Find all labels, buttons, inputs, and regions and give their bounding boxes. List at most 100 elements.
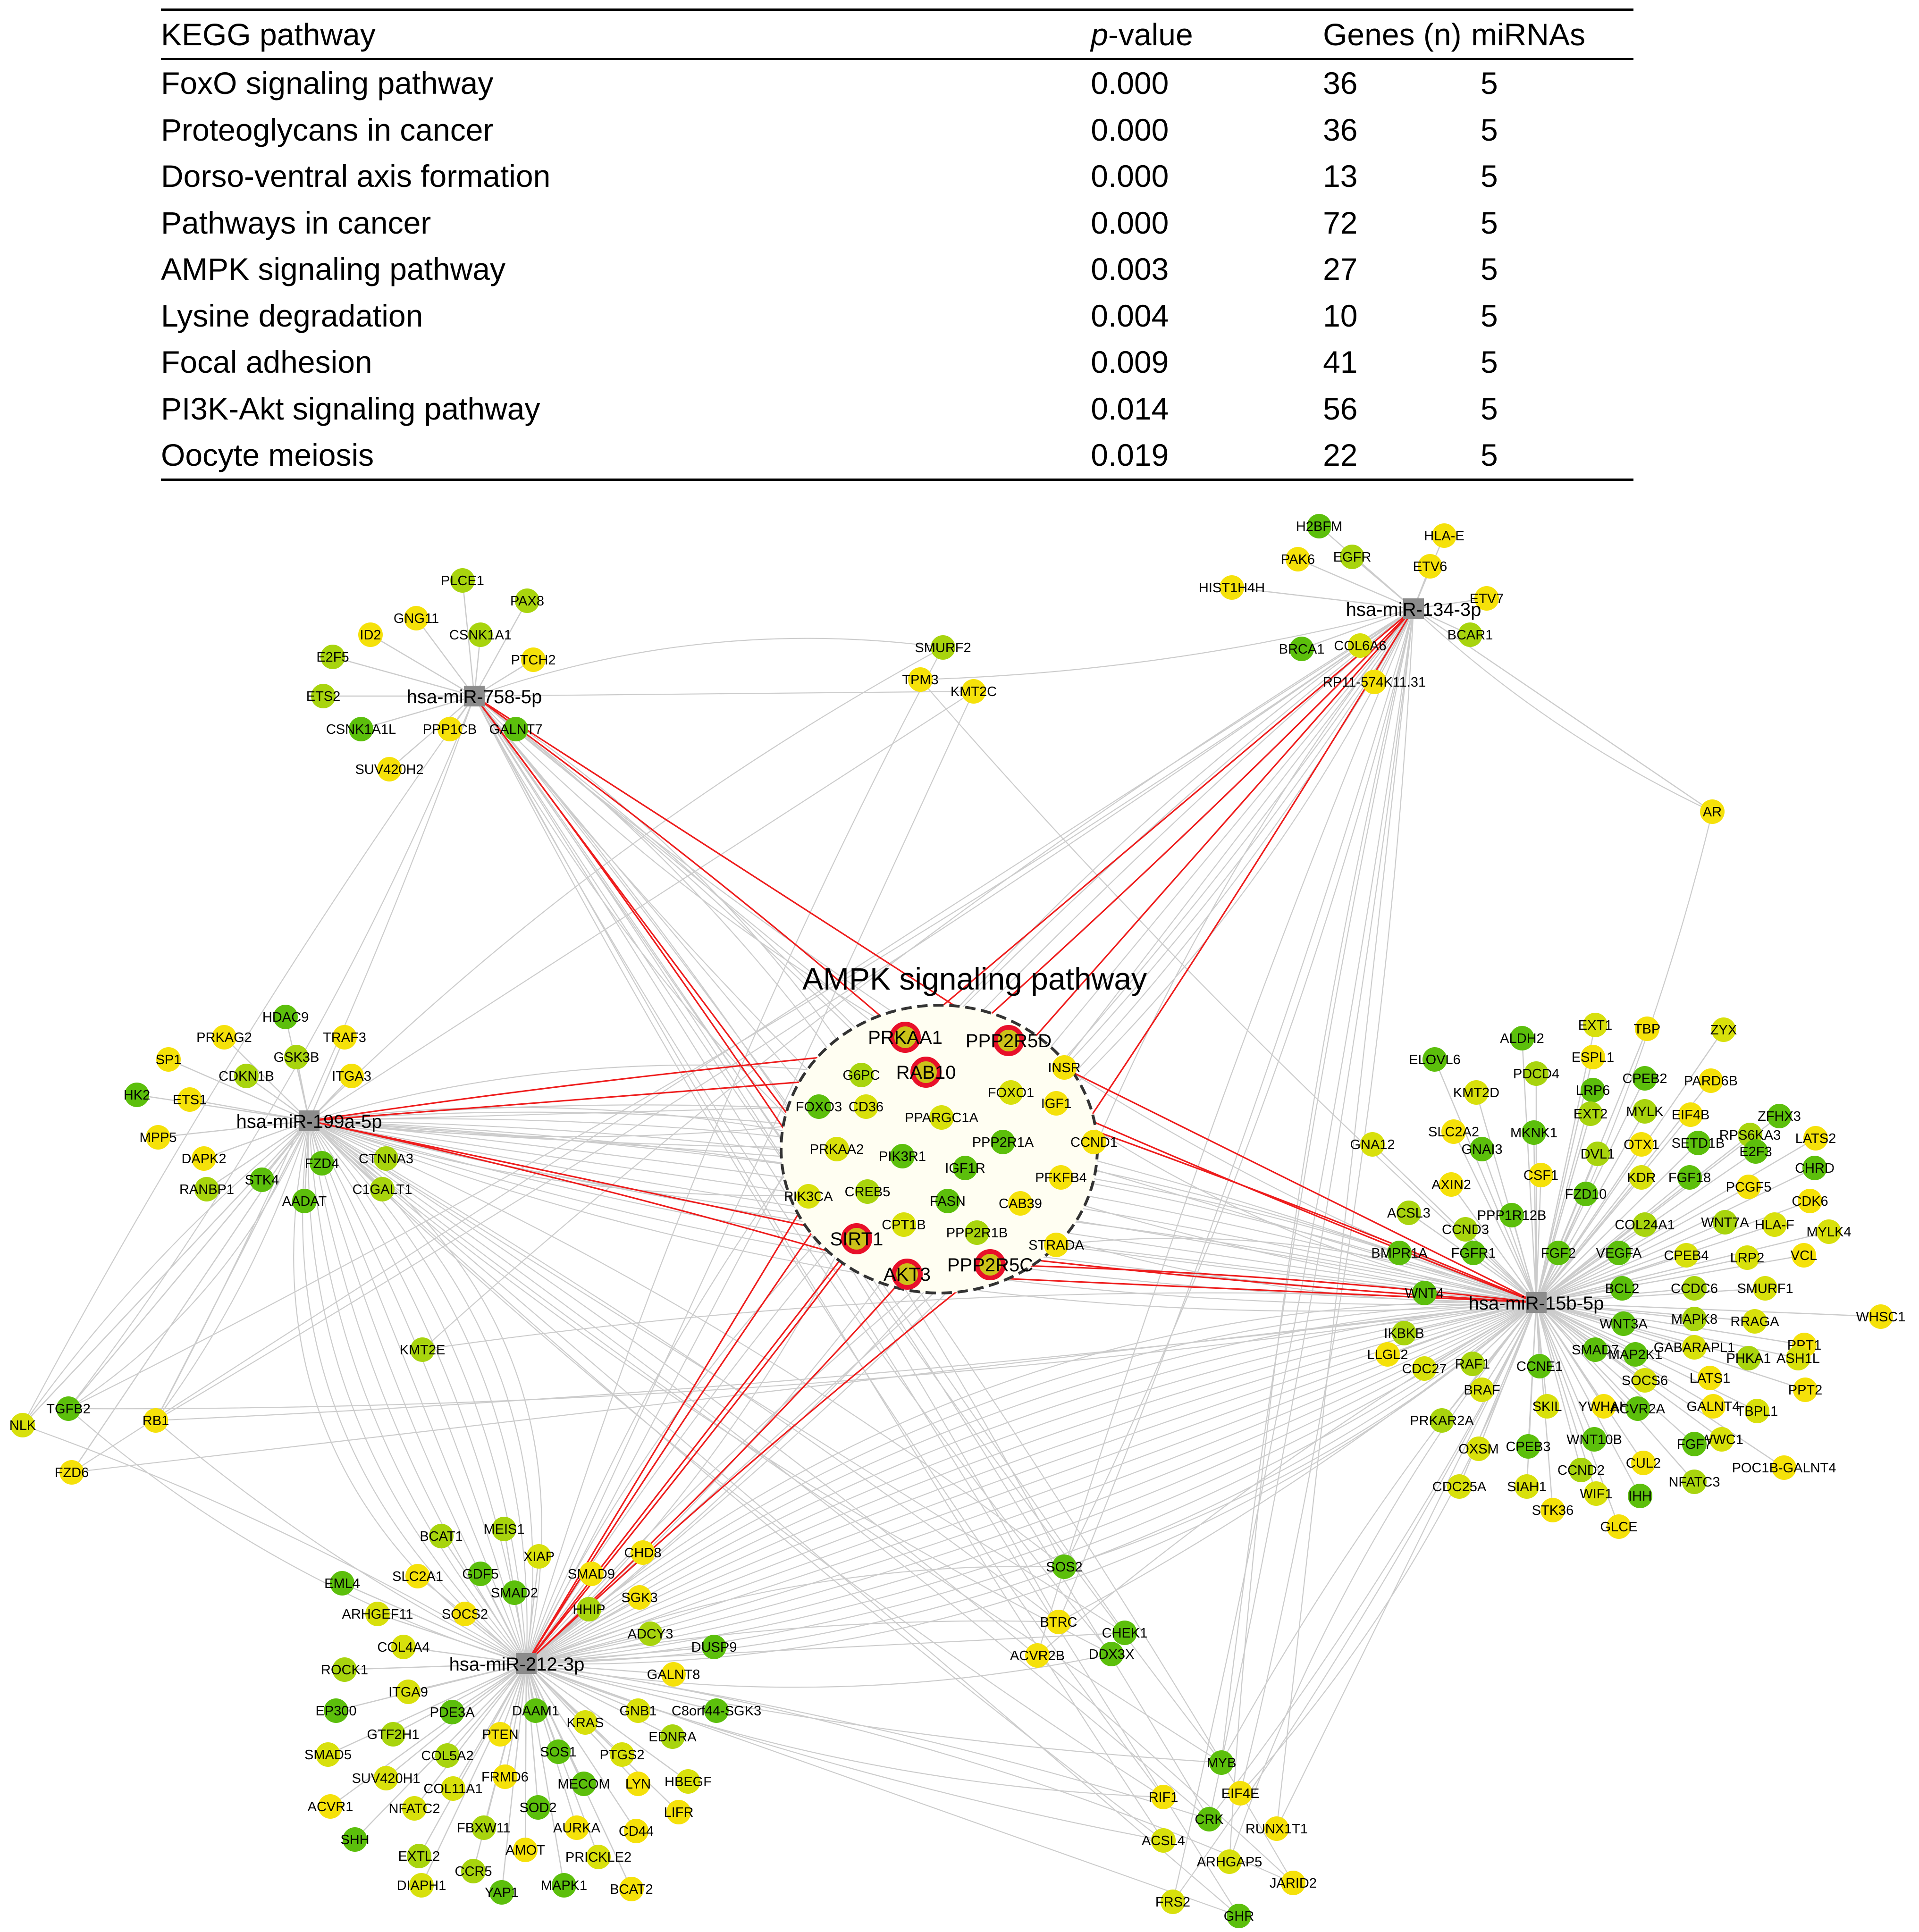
gene-label: FGFR1	[1451, 1246, 1496, 1261]
hub-gene-edge	[309, 1120, 527, 1664]
gene-node: LIFR	[664, 1800, 693, 1824]
hub-gene-edge	[1481, 1302, 1537, 1390]
gene-node: INSR	[1048, 1055, 1081, 1080]
gene-label: HLA-E	[1424, 529, 1464, 544]
gene-label: SGK3	[621, 1590, 657, 1605]
gene-node: SUV420H2	[355, 757, 424, 781]
gene-label: SUV420H2	[355, 762, 423, 777]
gene-node-dot	[1025, 1643, 1050, 1668]
gene-label: ITGA9	[388, 1685, 428, 1700]
gene-label: RPS6KA3	[1719, 1128, 1781, 1143]
cell-pathway: PI3K-Akt signaling pathway	[161, 391, 540, 426]
gene-node-dot	[1798, 1189, 1822, 1213]
gene-label: EXT2	[1574, 1107, 1608, 1122]
hub-gene-edge	[22, 1120, 310, 1426]
hub-gene-edge	[1536, 1177, 1690, 1303]
gene-label: PLCE1	[441, 573, 484, 588]
gene-label: LATS2	[1795, 1131, 1836, 1146]
gene-label: ETS2	[306, 689, 341, 704]
hub-label: hsa-miR-758-5p	[407, 687, 542, 707]
hub-gene-edge	[389, 696, 475, 770]
cell-mirnas: 5	[1480, 391, 1498, 426]
gene-node: RANBP1	[179, 1177, 234, 1201]
gene-node: JARID2	[1270, 1871, 1317, 1895]
gene-label: E2F3	[1739, 1144, 1772, 1159]
gene-node-dot	[410, 1337, 435, 1362]
gene-node-dot	[468, 622, 493, 647]
gene-node-dot	[961, 679, 986, 704]
gene-node-dot	[1008, 1191, 1033, 1216]
gene-node: LYN	[625, 1772, 651, 1796]
hub-gene-edge	[1535, 1302, 1644, 1463]
header-kegg-pathway: KEGG pathway	[161, 17, 376, 52]
gene-node-dot	[1412, 1356, 1437, 1381]
gene-node: XIAP	[523, 1544, 555, 1569]
gene-label: TPM3	[902, 672, 938, 688]
gene-label: SKIL	[1532, 1399, 1562, 1414]
gene-node-dot	[1360, 1132, 1385, 1157]
pathway-gene-node: RAB10	[896, 1057, 956, 1088]
hub-gene-edge	[309, 1120, 1164, 1798]
gene-node-dot	[435, 1743, 460, 1768]
gene-node: C8orf44-SGK3	[672, 1698, 761, 1723]
hub-gene-edge	[1536, 1302, 1784, 1469]
gene-label: CRK	[1195, 1812, 1224, 1827]
gene-node: FBXW11	[457, 1815, 511, 1840]
gene-label: ARHGAP5	[1197, 1855, 1262, 1870]
kegg-table: KEGG pathway p-value Genes (n) miRNAs Fo…	[161, 8, 1633, 481]
gene-node: RRAGA	[1730, 1309, 1779, 1334]
hub-label: hsa-miR-15b-5p	[1469, 1293, 1604, 1314]
gene-label: BCAT1	[420, 1529, 463, 1544]
gene-node-dot	[177, 1087, 202, 1112]
gene-node: SMAD2	[491, 1580, 538, 1605]
gene-node: VEGFA	[1596, 1241, 1642, 1265]
gene-node: KDR	[1627, 1165, 1656, 1190]
gene-node: ASH1L	[1776, 1346, 1820, 1370]
gene-node-dot	[1049, 1165, 1073, 1190]
gene-label: RB1	[143, 1413, 169, 1428]
hub-gene-edge	[328, 1663, 527, 1756]
cell-p-value: 0.019	[1091, 437, 1169, 473]
gene-node: COL24A1	[1615, 1212, 1675, 1237]
gene-node-dot	[1439, 1172, 1464, 1197]
gene-node: ACVR2B	[1010, 1643, 1065, 1668]
hub-gene-edge	[1533, 1132, 1537, 1303]
pathway-gene-label: PRKAA1	[868, 1027, 943, 1048]
gene-label: GHR	[1224, 1909, 1254, 1924]
hub-gene-edge	[526, 1302, 1537, 1664]
gene-label: GNG11	[394, 611, 439, 626]
gene-label: KRAS	[567, 1715, 604, 1730]
gene-node: CSNK1A1L	[326, 717, 396, 741]
cell-mirnas: 5	[1480, 112, 1498, 147]
hub-gene-edge	[68, 1302, 1537, 1410]
hub-gene-edge	[403, 1646, 527, 1664]
gene-node-dot	[661, 1662, 686, 1687]
gene-node: CPEB3	[1506, 1434, 1551, 1459]
hub-gene-edge	[526, 1663, 679, 1813]
gene-node: EML4	[324, 1571, 360, 1596]
gene-node-dot	[1466, 1436, 1491, 1461]
gene-label: SMAD7	[1572, 1343, 1619, 1358]
gene-node-dot	[523, 1698, 548, 1723]
gene-node: PIK3CA	[784, 1184, 833, 1209]
gene-node: PAX8	[510, 588, 544, 613]
header-p-value: p-value	[1091, 10, 1323, 59]
hub-square	[1526, 1292, 1547, 1313]
gene-node: ESPL1	[1572, 1045, 1614, 1069]
cell-mirnas: 5	[1480, 298, 1498, 333]
gene-label: SUV420H1	[352, 1771, 420, 1786]
pathway-gene-label: SIRT1	[830, 1229, 884, 1250]
gene-node: MAP2K1	[1608, 1342, 1662, 1367]
gene-node-dot	[1527, 1354, 1552, 1378]
gene-node-dot	[855, 1179, 880, 1204]
gene-node: AXIN2	[1431, 1172, 1471, 1197]
gene-node: HLA-F	[1755, 1212, 1794, 1237]
gene-node-dot	[631, 1540, 655, 1565]
hub-gene-edge	[330, 1663, 527, 1807]
gene-label: IGF1	[1041, 1096, 1071, 1111]
gene-node: CSNK1A1	[449, 622, 512, 647]
gene-node-dot	[330, 1571, 354, 1596]
gene-node: PRKAA2	[810, 1137, 864, 1161]
